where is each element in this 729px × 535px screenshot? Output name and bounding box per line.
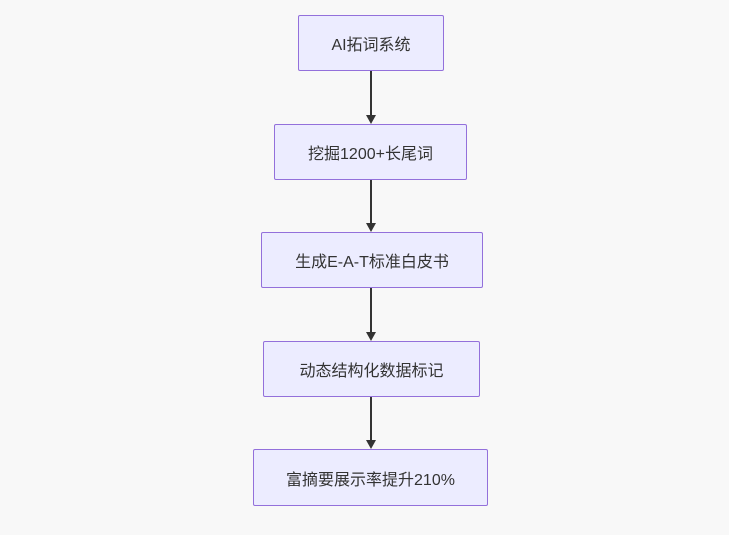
arrow-line — [370, 71, 372, 115]
flow-node-label: 动态结构化数据标记 — [299, 363, 444, 380]
flow-node-ai-system: AI拓词系统 — [298, 15, 444, 71]
arrowhead-down-icon — [366, 223, 376, 232]
arrow-line — [370, 288, 372, 332]
flow-node-eat-whitepaper: 生成E-A-T标准白皮书 — [261, 232, 483, 288]
arrow-line — [370, 180, 372, 223]
flow-arrow-1 — [366, 71, 376, 124]
flow-node-rich-snippet-result: 富摘要展示率提升210% — [253, 449, 488, 506]
flow-arrow-4 — [366, 397, 376, 449]
flow-node-label: 富摘要展示率提升210% — [286, 471, 455, 489]
arrow-line — [370, 397, 372, 440]
flow-node-label: 生成E-A-T标准白皮书 — [295, 254, 449, 271]
flow-node-structured-data: 动态结构化数据标记 — [263, 341, 480, 397]
flow-node-longtail-mining: 挖掘1200+长尾词 — [274, 124, 467, 180]
arrowhead-down-icon — [366, 115, 376, 124]
flow-arrow-3 — [366, 288, 376, 341]
arrowhead-down-icon — [366, 440, 376, 449]
flow-arrow-2 — [366, 180, 376, 232]
arrowhead-down-icon — [366, 332, 376, 341]
flow-node-label: AI拓词系统 — [331, 37, 411, 54]
flow-node-label: 挖掘1200+长尾词 — [308, 146, 433, 163]
